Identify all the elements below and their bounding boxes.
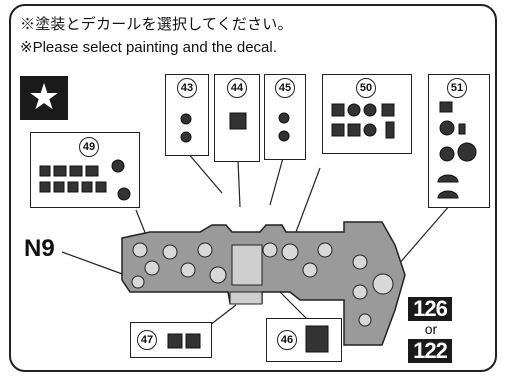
gauge <box>281 243 299 261</box>
part-label: N9 <box>24 235 55 262</box>
panel-gauges <box>131 242 394 327</box>
callout-number-45: 45 <box>275 78 295 98</box>
callout-number-43: 43 <box>177 78 197 98</box>
gauge <box>131 275 145 289</box>
leader-line-44 <box>237 159 241 208</box>
gauge <box>352 254 368 270</box>
gauge <box>132 242 148 258</box>
instruction-english: ※Please select painting and the decal. <box>20 39 277 56</box>
gauge <box>262 242 278 258</box>
callout-number-49: 49 <box>79 137 99 157</box>
version-badge-126: 126 <box>408 296 452 321</box>
or-text: or <box>424 321 438 337</box>
star-icon: ★ <box>20 76 68 120</box>
lower-console <box>229 291 263 305</box>
leader-line-n9 <box>61 251 126 276</box>
gauge <box>209 266 227 284</box>
callout-number-47: 47 <box>137 330 157 350</box>
center-radio-unit <box>231 244 263 286</box>
gauge <box>197 242 213 258</box>
callout-number-44: 44 <box>227 78 247 98</box>
gauge <box>352 284 368 300</box>
leader-line-45 <box>269 157 284 206</box>
instruction-japanese: ※塗装とデカールを選択してください。 <box>20 16 293 33</box>
gauge <box>162 244 178 260</box>
gauge <box>144 260 160 276</box>
gauge <box>302 262 318 278</box>
version-badge-122: 122 <box>408 338 452 363</box>
callout-number-46: 46 <box>277 330 297 350</box>
gauge <box>180 262 196 278</box>
callout-number-51: 51 <box>447 78 467 98</box>
gauge <box>372 273 394 295</box>
gauge <box>358 313 372 327</box>
instrument-panel <box>121 221 406 346</box>
leader-line-43 <box>186 151 223 194</box>
gauge <box>317 242 333 258</box>
leader-line-47 <box>209 304 237 326</box>
callout-number-50: 50 <box>356 78 376 98</box>
